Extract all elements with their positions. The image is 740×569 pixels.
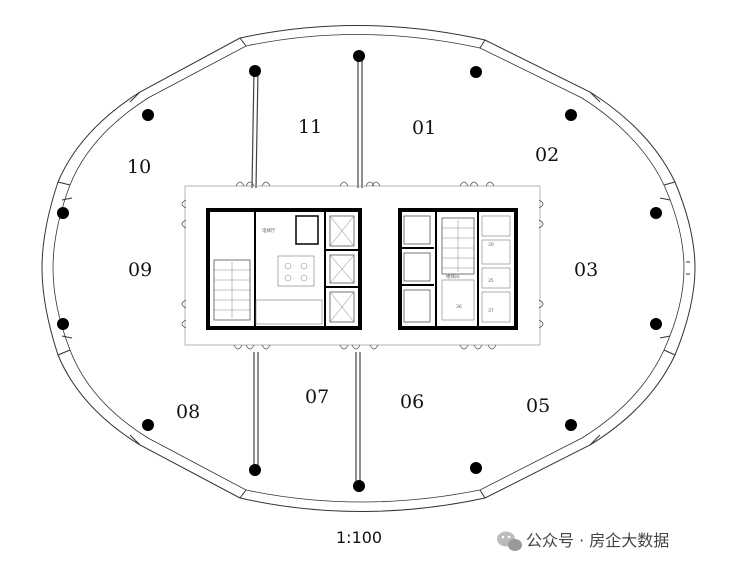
structural-columns [57,50,662,492]
column-dot [650,207,662,219]
column-dot [470,66,482,78]
column-dot [249,464,261,476]
unit-label-09: 09 [128,259,152,281]
core-left: 电梯厅 [206,208,362,330]
scale-label: 1:100 [336,528,382,547]
core-label-stair: 楼梯间 [446,273,460,280]
unit-label-11: 11 [298,116,322,138]
unit-label-03: 03 [574,259,598,281]
unit-label-05: 05 [526,395,550,417]
unit-label-07: 07 [305,386,329,408]
core-label-room-36: 36 [456,304,462,310]
column-dot [353,50,365,62]
corridor-doors [181,181,544,350]
unit-labels: 01 02 03 05 06 07 08 09 10 11 [127,116,598,423]
column-dot [249,65,261,77]
watermark-text: 公众号 · 房企大数据 [526,531,669,550]
column-dot [57,207,69,219]
wechat-icon [497,531,522,551]
column-dot [470,462,482,474]
unit-label-10: 10 [127,156,151,178]
watermark: 公众号 · 房企大数据 [497,531,669,551]
column-dot [565,419,577,431]
column-dot [650,318,662,330]
unit-label-06: 06 [400,391,424,413]
core-label-lift-lobby: 电梯厅 [262,227,276,234]
core-label-room-37: 37 [488,308,494,314]
core-label-room-30: 30 [488,242,494,248]
building-envelope [41,25,696,512]
core-right: 30 35 36 37 楼梯间 [398,208,518,330]
unit-label-08: 08 [176,401,200,423]
column-dot [57,318,69,330]
column-dot [142,109,154,121]
column-dot [565,109,577,121]
partition-walls [184,55,541,486]
column-dot [353,480,365,492]
column-dot [142,419,154,431]
unit-label-01: 01 [412,117,436,139]
core-label-room-35: 35 [488,278,494,284]
unit-label-02: 02 [535,144,559,166]
